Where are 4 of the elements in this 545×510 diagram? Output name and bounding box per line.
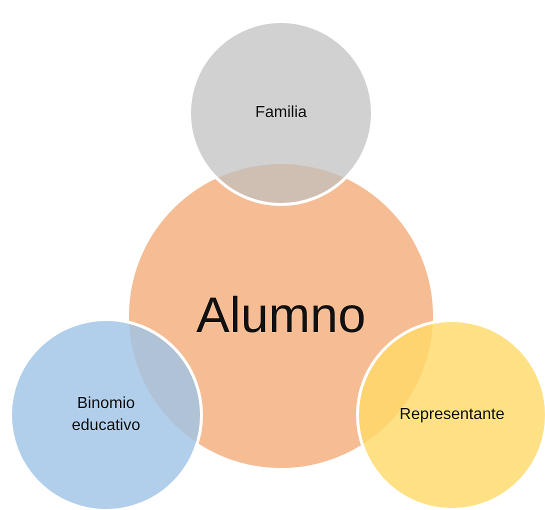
- circle-label: Binomio educativo: [70, 394, 142, 436]
- circle-label: Familia: [255, 103, 307, 124]
- circle-label: Alumno: [196, 286, 366, 346]
- circle-label: Representante: [400, 405, 504, 426]
